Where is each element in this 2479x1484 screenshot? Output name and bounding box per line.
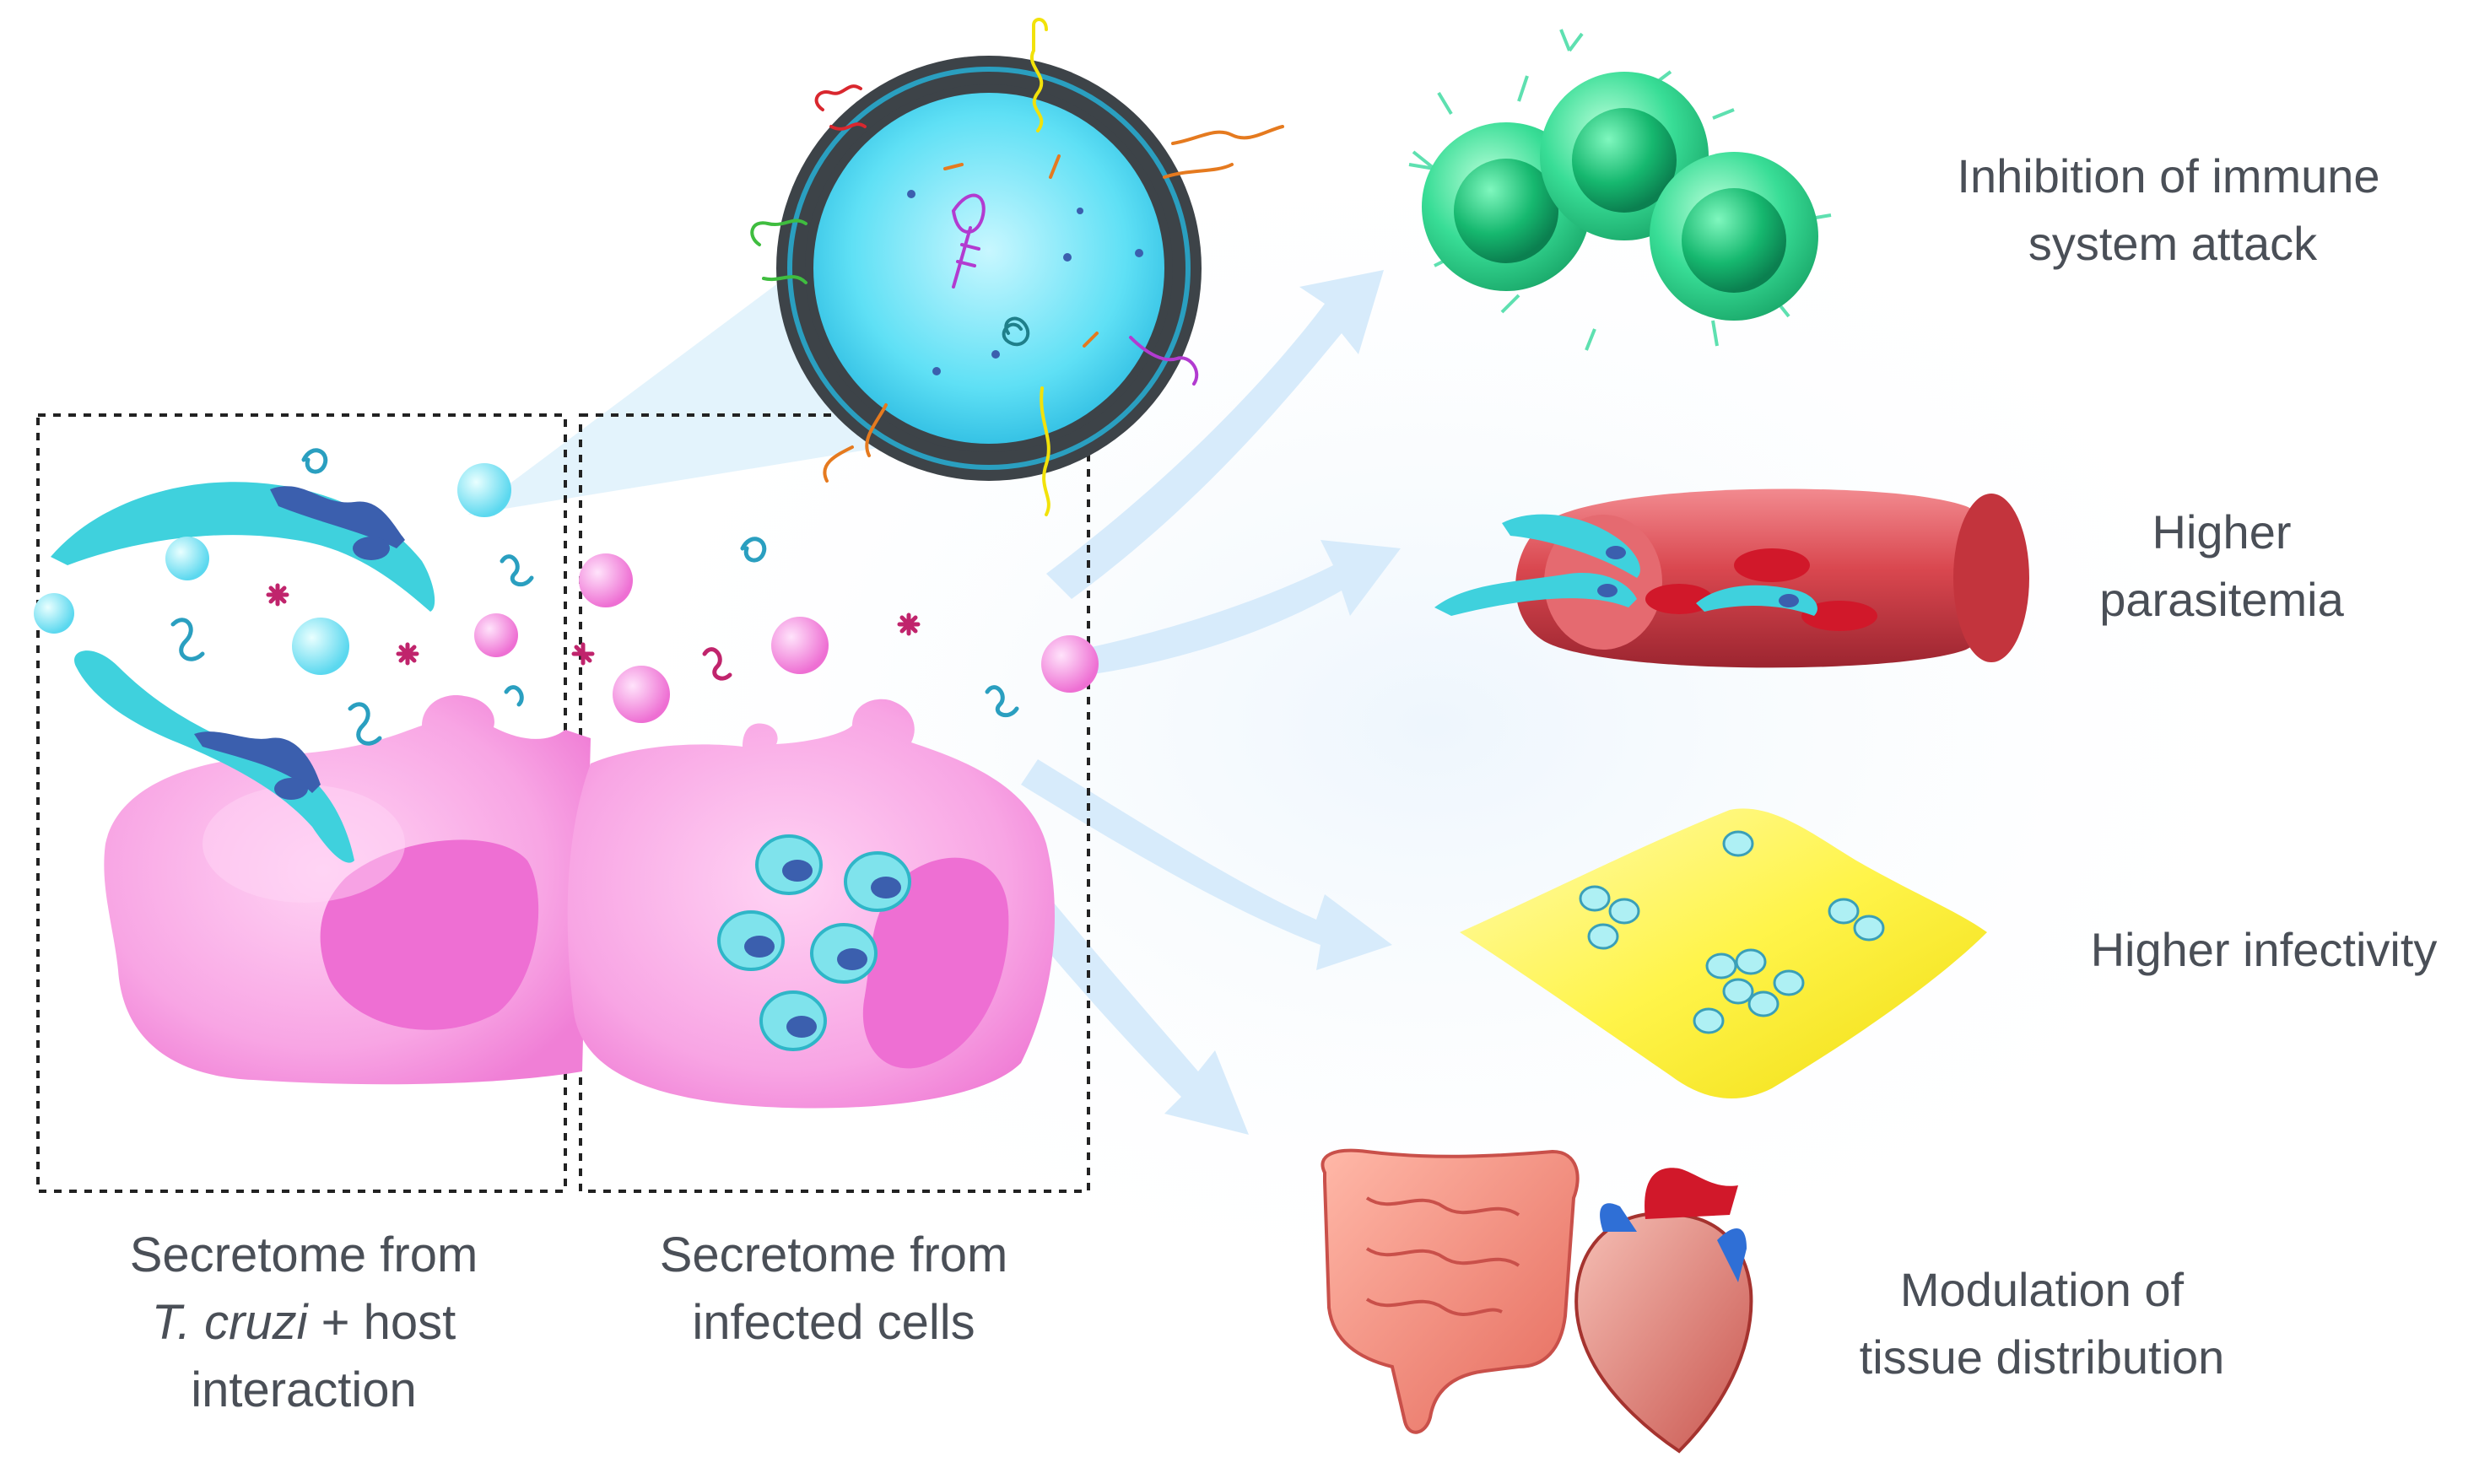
host-cell-middle xyxy=(567,699,1055,1109)
parasitemia-outcome-line2: parasitemia xyxy=(2099,573,2344,626)
species-name: T. cruzi xyxy=(151,1295,308,1350)
immune-outcome-line2: system attack xyxy=(2028,217,2318,270)
caption-infected-cells-line2: infected cells xyxy=(692,1295,975,1350)
trypomastigotes xyxy=(51,482,435,863)
amastigotes xyxy=(717,834,911,1051)
organs xyxy=(1321,1148,1753,1454)
caption-parasite-host-line1: Secretome from xyxy=(129,1228,478,1282)
intestine-icon xyxy=(1321,1148,1580,1434)
caption-parasite-host-line3: interaction xyxy=(191,1363,417,1417)
parasitemia-outcome-line1: Higher xyxy=(2152,505,2292,559)
arrow-to-immune xyxy=(1046,270,1384,599)
caption-infected-cells: Secretome from infected cells xyxy=(564,1222,1104,1357)
secreted-molecules xyxy=(170,448,1019,746)
arrow-to-infectivity xyxy=(1021,759,1392,970)
immune-outcome-line1: Inhibition of immune xyxy=(1957,149,2379,202)
tissue-outcome-line1: Modulation of xyxy=(1900,1263,2185,1316)
infectivity-outcome: Higher infectivity xyxy=(2091,923,2438,976)
caption-infected-cells-line1: Secretome from xyxy=(659,1228,1008,1282)
caption-parasite-host-line2-rest: + host xyxy=(307,1295,456,1350)
arrow-to-parasitemia xyxy=(1080,540,1401,675)
caption-parasite-host: Secretome from T. cruzi + host interacti… xyxy=(34,1222,574,1424)
host-cell-left xyxy=(104,695,591,1085)
caption-parasite-host-line2: T. cruzi + host xyxy=(34,1289,574,1357)
extracellular-vesicle xyxy=(750,18,1284,516)
released-vesicles xyxy=(34,463,1099,723)
panel-infected-cells xyxy=(579,413,1090,1193)
blood-vessel xyxy=(1434,488,2029,668)
tissue-outcome-line2: tissue distribution xyxy=(1860,1330,2225,1384)
infected-tissue xyxy=(1460,808,1987,1098)
immune-cells xyxy=(1408,29,1832,351)
outcome-labels: Inhibition of immune system attack Highe… xyxy=(1860,149,2438,1384)
